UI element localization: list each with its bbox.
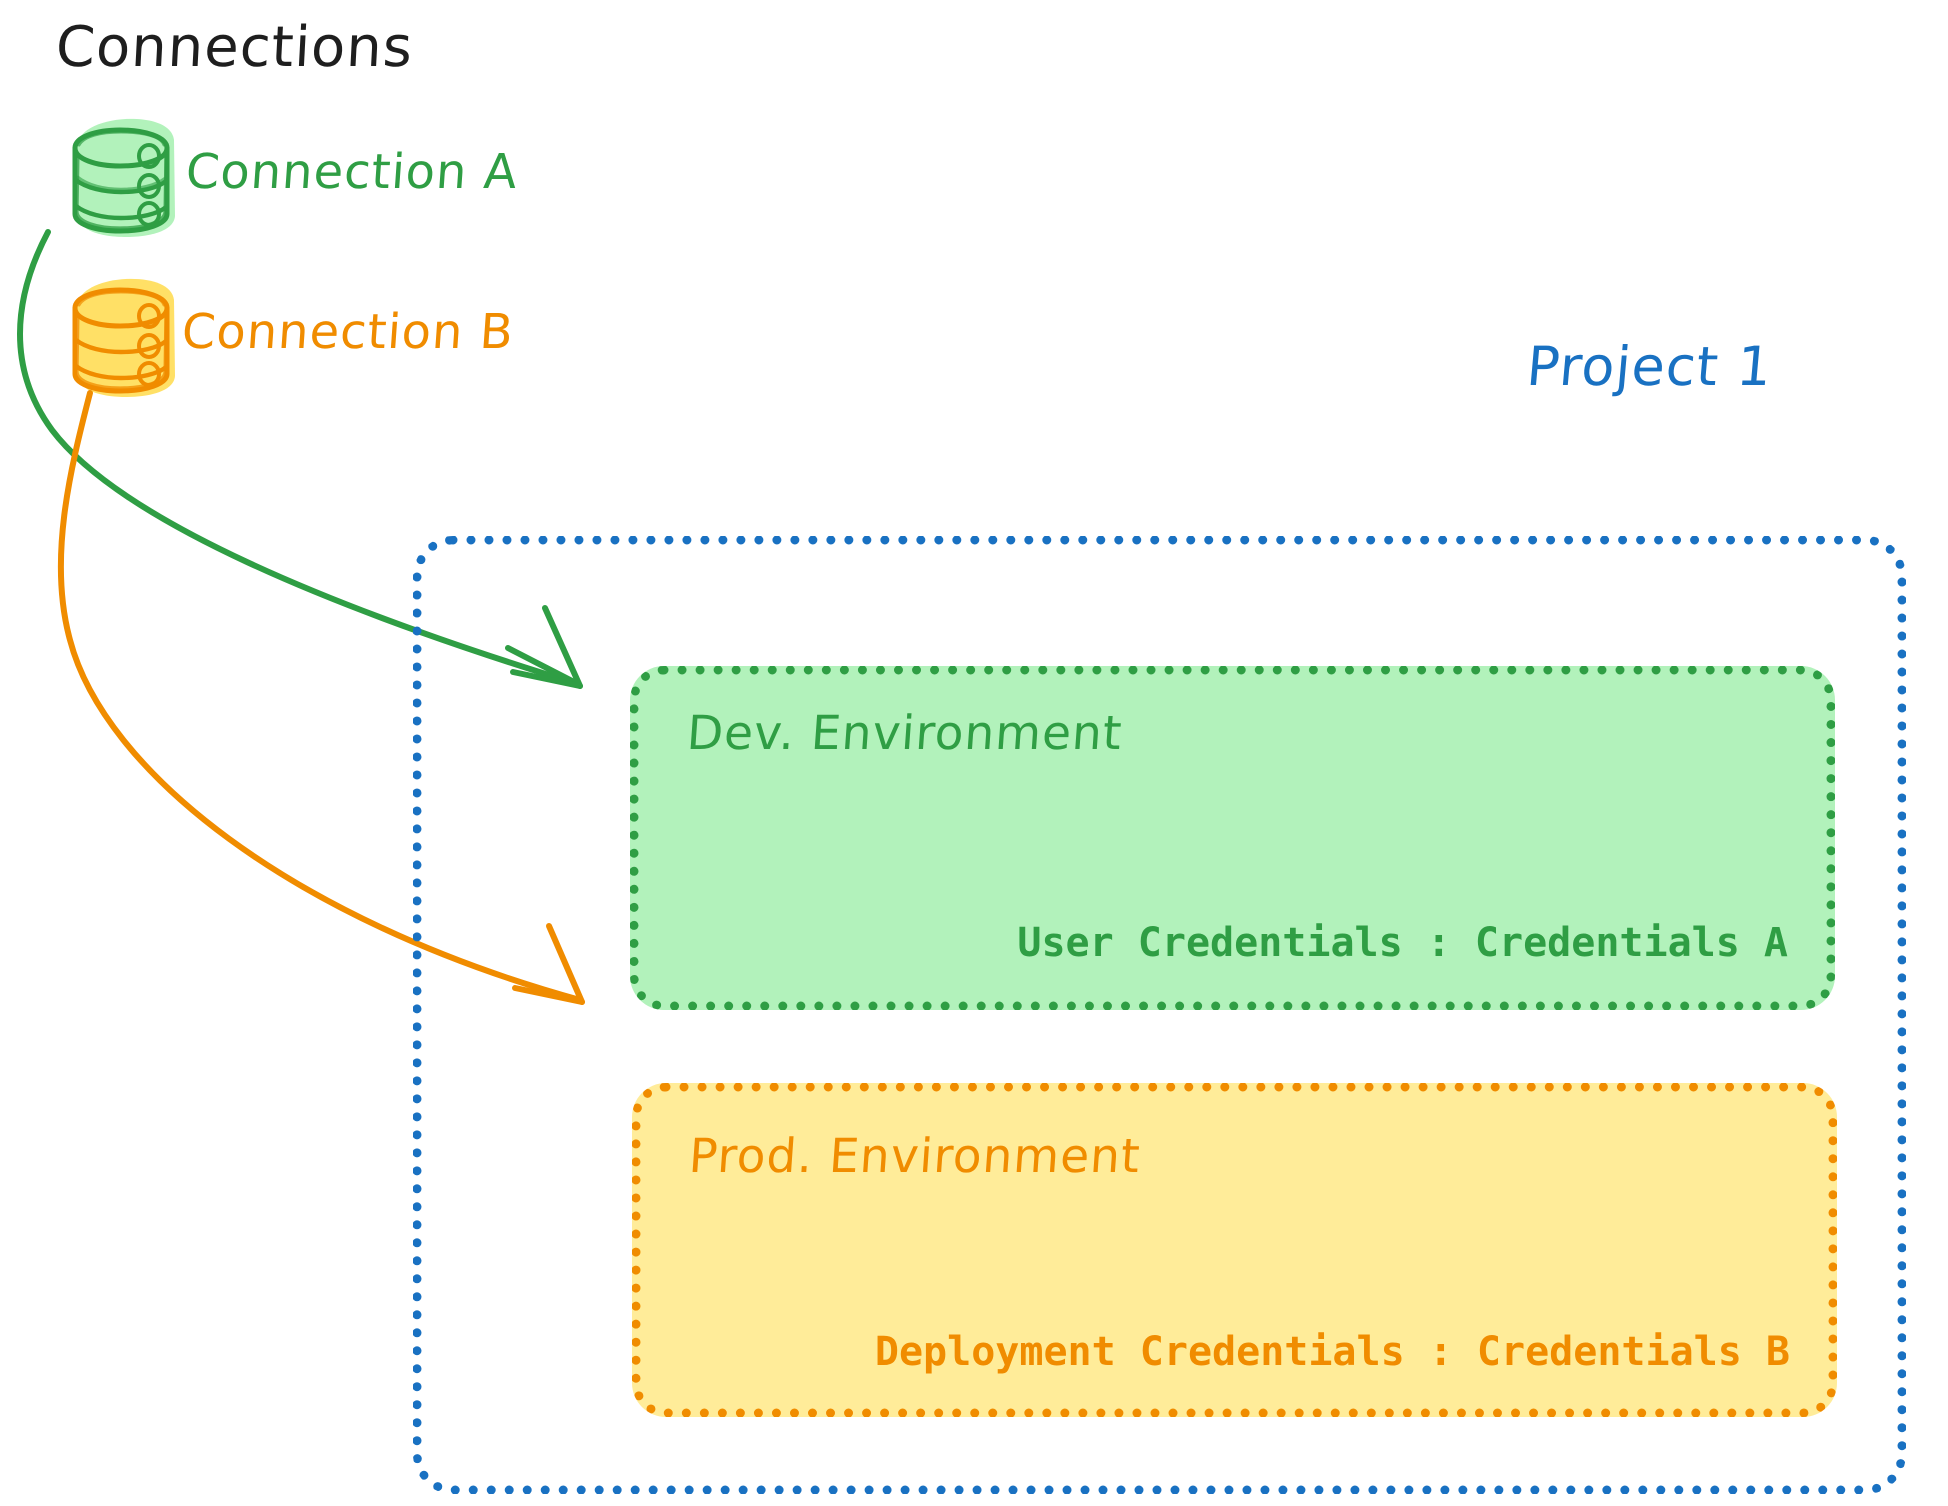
database-cylinder-icon-connection-b xyxy=(72,278,175,397)
project-title: Project 1 xyxy=(1524,335,1776,398)
dev-environment-title: Dev. Environment xyxy=(685,706,1125,761)
database-cylinder-icon-connection-a xyxy=(72,118,175,237)
dev-environment-credentials: User Credentials : Credentials A xyxy=(1017,920,1788,966)
connection-a-label: Connection A xyxy=(184,144,520,200)
connection-b-label: Connection B xyxy=(180,304,516,360)
project-container: Dev. Environment User Credentials : Cred… xyxy=(413,536,1906,1494)
prod-environment-title: Prod. Environment xyxy=(687,1129,1143,1184)
dev-environment-box: Dev. Environment User Credentials : Cred… xyxy=(630,666,1835,1010)
prod-environment-credentials: Deployment Credentials : Credentials B xyxy=(874,1329,1790,1375)
prod-environment-box: Prod. Environment Deployment Credentials… xyxy=(632,1083,1837,1417)
page-title: Connections xyxy=(54,15,415,80)
